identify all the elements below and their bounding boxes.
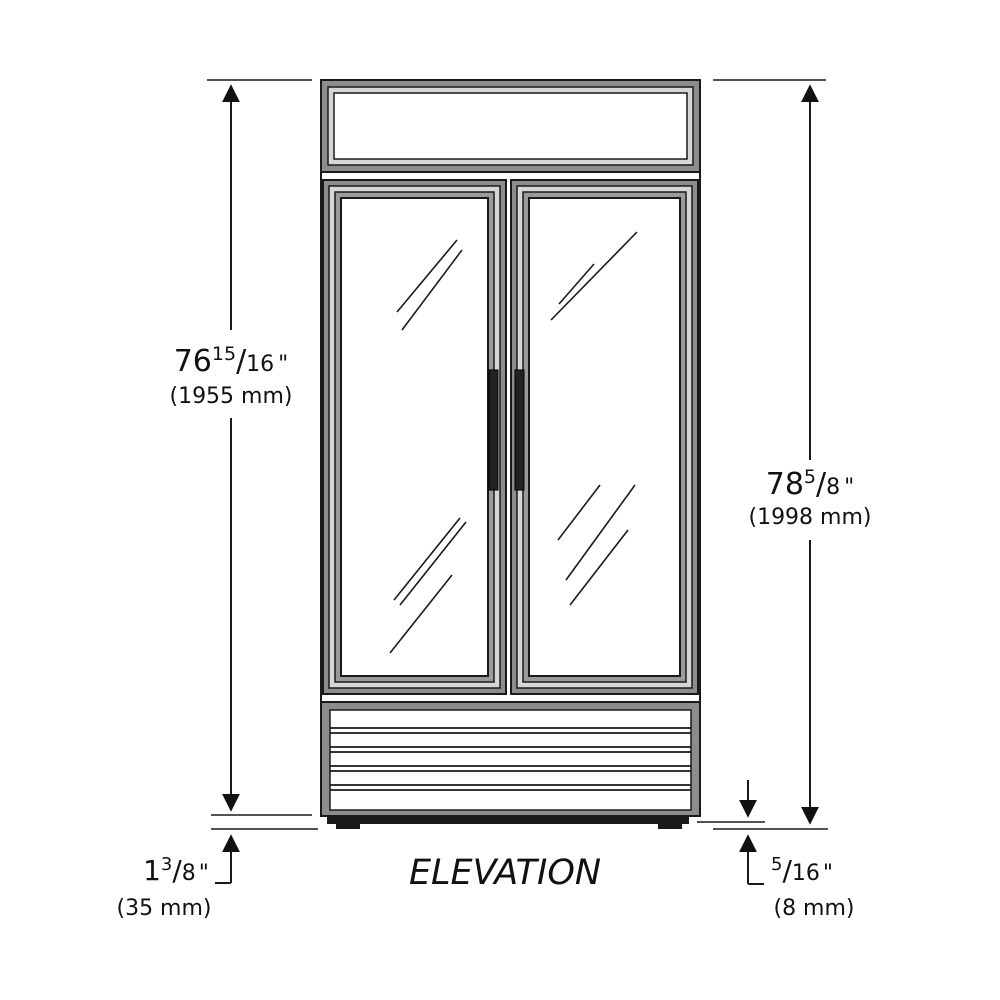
left-glass-reflections <box>389 239 467 654</box>
foot-left <box>336 822 360 829</box>
base-plinth <box>327 816 689 824</box>
header-panel <box>320 79 701 173</box>
left-bottom-metric: (35 mm) <box>116 896 211 921</box>
right-height-label: 785/8" <box>766 466 855 502</box>
right-door <box>510 179 699 695</box>
view-title: ELEVATION <box>409 853 601 893</box>
grille-louvers <box>330 727 691 791</box>
right-door-glass <box>528 197 681 677</box>
left-door <box>322 179 507 695</box>
cabinet <box>320 79 701 829</box>
left-bottom-label: 13/8" <box>143 854 209 887</box>
right-door-handle <box>514 369 525 491</box>
left-bottom-dimension: 13/8" (35 mm) <box>116 828 318 921</box>
left-height-label: 7615/16" <box>174 343 289 379</box>
left-height-metric: (1955 mm) <box>169 384 292 409</box>
base-grille <box>320 701 701 829</box>
right-glass-reflections <box>550 231 638 606</box>
left-height-dimension: 7615/16" (1955 mm) <box>169 79 312 816</box>
right-height-metric: (1998 mm) <box>748 505 871 530</box>
foot-right <box>658 822 682 829</box>
right-bottom-metric: (8 mm) <box>773 896 854 921</box>
right-bottom-dimension: 5/16" (8 mm) <box>697 780 855 921</box>
right-height-dimension: 785/8" (1998 mm) <box>713 79 872 830</box>
left-door-glass <box>340 197 489 677</box>
left-door-handle <box>488 369 499 491</box>
right-bottom-label: 5/16" <box>771 854 833 887</box>
